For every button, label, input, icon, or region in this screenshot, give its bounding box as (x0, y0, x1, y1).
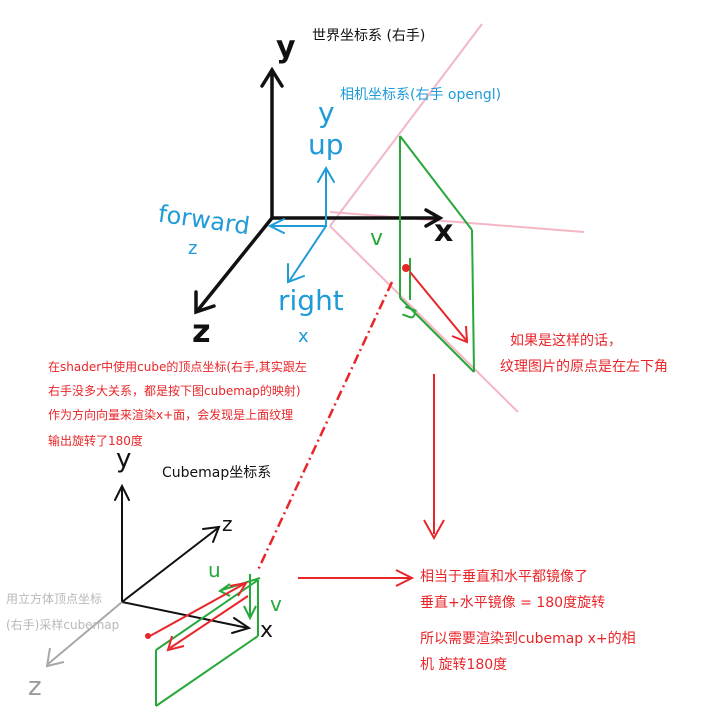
world-axes (194, 66, 444, 315)
cube-u-label: u (208, 558, 221, 582)
cube-y-label: y (116, 444, 132, 474)
cube-x-label: x (260, 618, 274, 643)
note-shader-3: 作为方向向量来渲染x+面，会发现是上面纹理 (48, 408, 294, 422)
camera-right-arrowhead (287, 263, 305, 284)
result-right-arrow (298, 569, 415, 587)
note-mirror-2: 垂直+水平镜像 = 180度旋转 (420, 595, 606, 611)
note-gray-2: (右手)采样cubemap (6, 618, 120, 632)
gray-z-label: z (28, 672, 42, 702)
note-conclusion-1: 所以需要渲染到cubemap x+的相 (420, 631, 636, 647)
cube-y-arrowhead (114, 483, 130, 501)
cube-z-label: z (222, 512, 233, 536)
cube-x-axis (121, 601, 249, 629)
note-shader-4: 输出旋转了180度 (48, 434, 143, 448)
camera-forward-arrowhead (267, 218, 285, 234)
camera-right-axis (289, 225, 327, 281)
note-shader-1: 在shader中使用cube的顶点坐标(右手,其实跟左 (48, 360, 307, 374)
x-plus-face (399, 135, 475, 373)
camera-up-arrowhead (317, 165, 335, 183)
face-edge-diagonal-bottom (399, 297, 475, 373)
cube-origin-dot (145, 633, 151, 639)
note-gray-1: 用立方体顶点坐标 (6, 592, 103, 606)
note-texture-origin-2: 纹理图片的原点是在左下角 (500, 359, 668, 375)
camera-y-label: y (318, 96, 335, 129)
mapping-dashdot-line (256, 281, 394, 571)
world-y-label: y (276, 30, 296, 65)
cube-z-axis (121, 527, 219, 603)
camera-frustum (329, 23, 585, 413)
cube-x-arrowhead (231, 617, 252, 634)
u-direction-arrow (409, 271, 469, 344)
note-texture-origin-1: 如果是这样的话， (510, 333, 622, 349)
cubemap-coordinate-title: Cubemap坐标系 (162, 465, 272, 481)
note-conclusion-2: 机 旋转180度 (420, 657, 508, 673)
face-edge-diagonal-top (399, 135, 473, 231)
world-coordinate-title: 世界坐标系 (右手) (312, 28, 426, 44)
camera-right-label: right (278, 284, 344, 317)
world-z-axis (196, 216, 274, 312)
camera-up-label: up (308, 128, 344, 161)
cube-z-arrowhead (202, 525, 221, 543)
camera-coordinate-title: 相机坐标系(右手 opengl) (340, 87, 502, 103)
frustum-line-upper (329, 23, 483, 227)
cube-face-bottom (155, 635, 259, 707)
world-z-arrowhead (194, 290, 216, 315)
face-edge-right (471, 229, 475, 373)
camera-forward-sub-label: z (188, 238, 198, 259)
camera-right-sub-label: x (298, 326, 309, 347)
result-down-arrow (423, 374, 445, 541)
frustum-line-horizontal (329, 211, 585, 233)
note-shader-2: 右手没多大关系，都是按下图cubemap的映射) (48, 384, 301, 398)
camera-axes (267, 165, 335, 284)
world-x-label: x (434, 214, 454, 249)
world-y-arrowhead (260, 66, 284, 88)
gray-z-axis (45, 601, 123, 668)
world-z-label: z (192, 312, 211, 350)
cube-red-arrows (149, 581, 249, 652)
cube-v-label: v (270, 592, 282, 616)
note-mirror-1: 相当于垂直和水平都镜像了 (420, 569, 588, 585)
world-x-arrowhead (424, 208, 444, 228)
texture-origin-dot (402, 264, 410, 272)
frustum-line-lower (329, 225, 519, 413)
face-v-label: v (370, 226, 384, 251)
cubemap-axes (114, 483, 252, 634)
